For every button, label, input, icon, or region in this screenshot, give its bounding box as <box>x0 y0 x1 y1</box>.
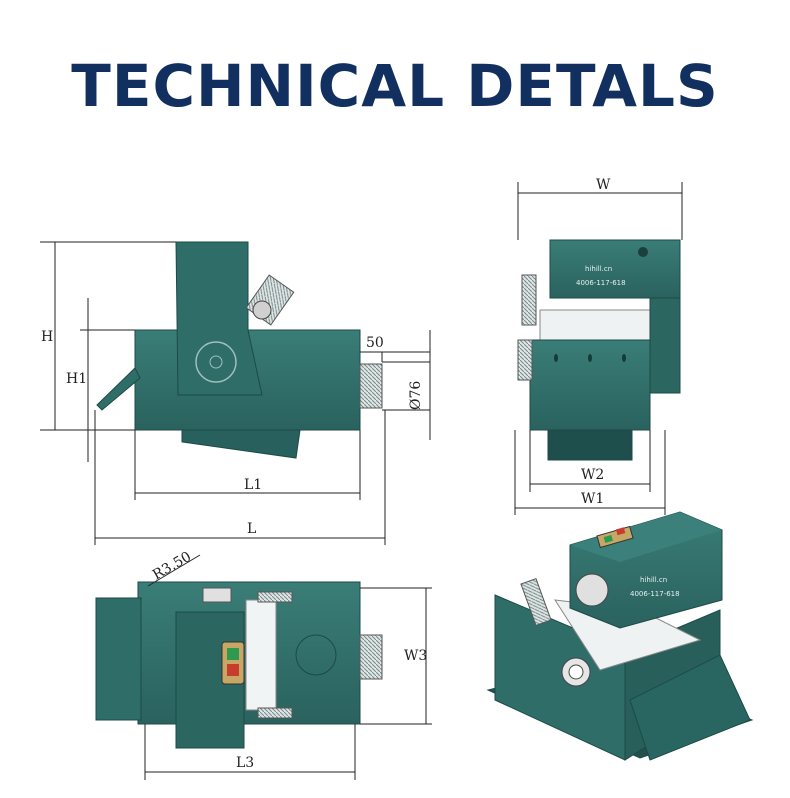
page-title: TECHNICAL DETALS <box>71 52 719 120</box>
iso-view: hihill.cn 4006-117-618 <box>486 511 754 761</box>
iso-tray <box>629 654 751 761</box>
dim-L: L <box>247 521 256 537</box>
dim-50: 50 <box>366 335 384 351</box>
side-inlet-arm <box>96 367 141 411</box>
dim-W: W <box>596 177 611 193</box>
side-outlet-pipe <box>359 363 383 409</box>
dim-W1: W1 <box>581 491 604 507</box>
top-control-panel <box>221 641 245 685</box>
side-brush-spring <box>245 274 295 326</box>
front-top-box <box>549 239 681 299</box>
side-view: H H1 50 Ø76 L1 L <box>40 241 431 545</box>
iso-brand: hihill.cn <box>640 576 667 584</box>
dim-dia-76: Ø76 <box>408 381 424 410</box>
dim-H1: H1 <box>66 371 87 387</box>
side-lower-tray <box>181 429 301 459</box>
dim-L3: L3 <box>236 755 254 771</box>
front-brand: hihill.cn <box>585 265 612 273</box>
iso-phone: 4006-117-618 <box>630 590 680 598</box>
dim-L1: L1 <box>244 477 262 493</box>
dim-W3: W3 <box>404 648 427 664</box>
dim-W2: W2 <box>581 467 604 483</box>
front-body <box>529 339 651 431</box>
dim-H: H <box>41 329 53 345</box>
front-phone: 4006-117-618 <box>576 279 626 287</box>
top-view: R3.50 W3 L3 <box>95 549 432 780</box>
dim-R3-50: R3.50 <box>150 549 194 584</box>
side-upper-housing <box>175 241 263 396</box>
front-view: hihill.cn 4006-117-618 W W2 W1 <box>514 177 683 515</box>
